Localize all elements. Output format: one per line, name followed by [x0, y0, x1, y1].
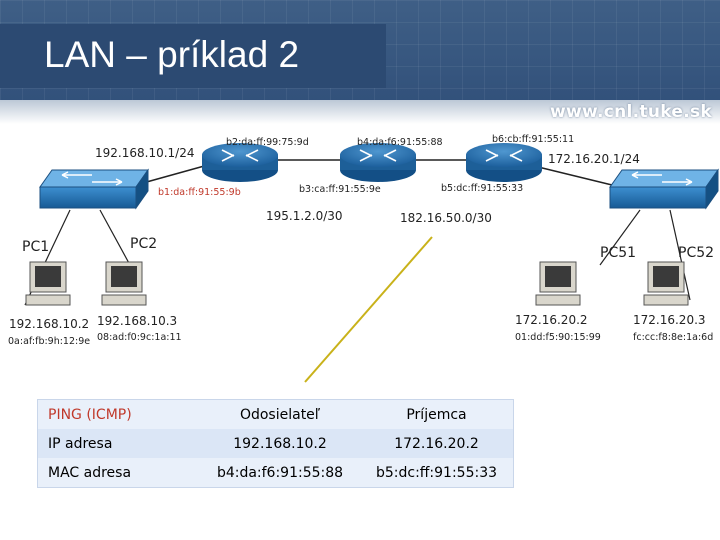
table-cell: IP adresa — [37, 429, 200, 458]
table-row: MAC adresa b4:da:f6:91:55:88 b5:dc:ff:91… — [37, 458, 514, 488]
link-sw1-pc2 — [99, 209, 131, 266]
url-strip — [0, 100, 720, 124]
net-middle-right-label: 182.16.50.0/30 — [400, 211, 492, 225]
table-cell: b5:dc:ff:91:55:33 — [360, 458, 514, 488]
router-1-icon — [202, 143, 278, 182]
site-url: www.cnl.tuke.sk — [550, 102, 712, 122]
link-sw2-pc52 — [669, 209, 691, 301]
title-bar — [0, 24, 386, 88]
table-cell: 172.16.20.2 — [360, 429, 514, 458]
pc52-mac: fc:cc:f8:8e:1a:6d — [633, 332, 714, 343]
switch-left-icon — [39, 168, 149, 210]
net-middle-left-label: 195.1.2.0/30 — [266, 209, 343, 223]
pc2-mac: 08:ad:f0:9c:1a:11 — [97, 332, 182, 343]
mac-b3-label: b3:ca:ff:91:55:9e — [299, 184, 381, 195]
pc52-computer-icon — [643, 261, 689, 306]
link-sw2-pc51 — [599, 209, 641, 266]
ping-table: PING (ICMP) Odosielateľ Príjemca IP adre… — [37, 399, 514, 488]
table-row: IP adresa 192.168.10.2 172.16.20.2 — [37, 429, 514, 458]
mac-b4-label: b4:da:f6:91:55:88 — [357, 137, 443, 148]
table-header-row: PING (ICMP) Odosielateľ Príjemca — [37, 399, 514, 429]
table-cell: b4:da:f6:91:55:88 — [200, 458, 360, 488]
table-cell: 192.168.10.2 — [200, 429, 360, 458]
link-router3-sw2 — [529, 164, 613, 186]
pc51-mac: 01:dd:f5:90:15:99 — [515, 332, 601, 343]
mac-b2-label: b2:da:ff:99:75:9d — [226, 137, 309, 148]
pc52-name: PC52 — [678, 245, 715, 261]
mac-b6-label: b6:cb:ff:91:55:11 — [492, 134, 575, 145]
table-header-cell: PING (ICMP) — [37, 399, 200, 429]
router-2-icon — [340, 143, 416, 182]
annotation-line — [304, 236, 433, 383]
switch-right-icon — [609, 168, 719, 210]
table-cell: MAC adresa — [37, 458, 200, 488]
mac-b5-label: b5:dc:ff:91:55:33 — [441, 183, 524, 194]
router-right-ip-label: 172.16.20.1/24 — [548, 152, 640, 166]
pc2-ip: 192.168.10.3 — [97, 314, 178, 328]
table-header-cell: Odosielateľ — [200, 399, 360, 429]
router-3-icon — [466, 143, 542, 182]
router-left-ip-label: 192.168.10.1/24 — [95, 146, 195, 160]
mac-b1-label: b1:da:ff:91:55:9b — [158, 187, 241, 198]
pc51-name: PC51 — [600, 245, 637, 261]
pc51-ip: 172.16.20.2 — [515, 313, 588, 327]
pc52-ip: 172.16.20.3 — [633, 313, 706, 327]
pc51-computer-icon — [535, 261, 581, 306]
pc1-mac: 0a:af:fb:9h:12:9e — [8, 336, 91, 347]
pc1-ip: 192.168.10.2 — [9, 317, 90, 331]
pc2-computer-icon — [101, 261, 147, 306]
pc1-computer-icon — [25, 261, 71, 306]
table-header-cell: Príjemca — [360, 399, 514, 429]
pc1-name: PC1 — [22, 239, 50, 255]
pc2-name: PC2 — [130, 236, 158, 252]
slide-title: LAN – príklad 2 — [44, 34, 300, 75]
